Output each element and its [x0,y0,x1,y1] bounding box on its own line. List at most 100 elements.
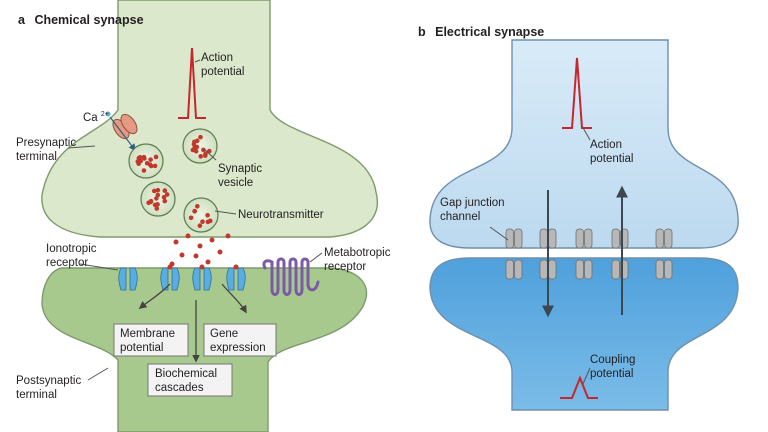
vesicle-neurotransmitter-dot [141,168,147,173]
arrow-to-membrane-potential [138,283,171,309]
vesicle-neurotransmitter-dot [161,194,167,200]
synaptic-vesicle [182,128,218,164]
receptor-subunit [171,267,180,291]
gap-junction-channels [505,228,673,280]
membrane-potential-line2: potential [120,342,163,354]
action-potential-label-b-line2: potential [590,153,633,165]
gene-expression-line1: Gene [210,328,238,340]
electrical-presynaptic-cell [429,39,739,249]
vesicle-neurotransmitter-dot [148,198,154,204]
vesicle-neurotransmitter-dot [201,147,206,153]
gap-junction-label: Gap junction channel [440,197,508,223]
action-potential-leader-a [194,59,201,63]
membrane-potential-text: Membrane potential [120,328,178,354]
connexon-subunit [611,228,620,249]
connexon-subunit [548,228,557,249]
gene-expression-text: Gene expression [210,328,266,354]
ionotropic-receptor [226,264,246,291]
gap-junction-channel [655,228,673,280]
coupling-potential-label-line2: potential [590,368,633,380]
vesicle-neurotransmitter-dot [192,139,197,145]
released-neurotransmitter-dot [193,253,199,259]
receptor-subunit [203,267,212,291]
gap-junction-channel [505,228,523,280]
coupling-potential-trace [560,375,598,399]
released-neurotransmitter [169,233,231,267]
neurotransmitter-label: Neurotransmitter [238,209,324,221]
action-potential-label-a-line1: Action [201,52,233,64]
released-neurotransmitter-dot [217,249,223,255]
connexon-subunit [505,259,514,280]
connexon-subunit [514,228,523,249]
vesicle-neurotransmitter-dot [152,163,158,169]
vesicle-neurotransmitter-dot [162,198,168,204]
connexon-subunit [575,259,584,280]
connexon-subunit [575,228,584,249]
metabotropic-receptor [262,257,320,296]
vesicle-neurotransmitter-dot [152,202,158,208]
synaptic-vesicle [128,143,164,179]
connexon-subunit [584,259,593,280]
metabotropic-label-line2: receptor [324,261,366,273]
electrical-postsynaptic-cell [429,257,739,411]
presynaptic-leader [67,145,96,149]
ionotropic-label-line2: receptor [46,257,88,269]
calcium-channel [112,113,138,140]
synaptic-vesicles [128,128,219,233]
receptor-subunit [226,267,235,291]
action-potential-label-a-line2: potential [201,66,244,78]
action-potential-label-b-line1: Action [590,139,622,151]
vesicle-neurotransmitter-dot [200,219,205,225]
receptor-subunit [129,267,138,291]
vesicle-neurotransmitter-dot [188,215,194,221]
action-potential-label-a: Action potential [201,52,244,78]
action-potential-leader-b [581,125,591,141]
vesicle-neurotransmitter-dot [136,155,142,161]
calcium-label: Ca 2+ [83,111,109,124]
presynaptic-label-line1: Presynaptic [16,137,76,149]
vesicle-neurotransmitter-dot [151,188,157,194]
connexon-subunit [655,228,664,249]
vesicle-neurotransmitter-dot [203,151,208,157]
panel-b-electrical-synapse: b Electrical synapse Action potential Ga… [418,25,739,411]
bound-neurotransmitter-dot [167,264,173,270]
vesicle-neurotransmitter-dot [154,206,160,211]
panel-a-chemical-synapse: a Chemical synapse Action potential Ca 2… [16,0,391,432]
coupling-potential-label-line1: Coupling [590,354,635,366]
coupling-potential-label: Coupling potential [590,354,639,380]
connexon-subunit [514,259,523,280]
released-neurotransmitter-dot [205,259,211,265]
connexon-subunit [584,228,593,249]
released-neurotransmitter-dot [225,233,231,239]
biochemical-cascades-line1: Biochemical [155,368,217,380]
vesicle-neurotransmitter-dot [154,196,159,201]
bound-neurotransmitter-dot [199,264,205,270]
vesicle-neurotransmitter-dot [205,219,211,225]
calcium-label-sup: 2+ [101,111,109,118]
connexon-subunit [664,228,673,249]
metabotropic-label-line1: Metabotropic [324,247,391,259]
postsynaptic-label-line1: Postsynaptic [16,375,81,387]
synaptic-vesicle [140,181,176,217]
panel-a-title: a Chemical synapse [18,13,144,27]
ionotropic-receptor [192,264,212,291]
synaptic-vesicle-label-line1: Synaptic [218,163,262,175]
vesicle-membrane [182,128,218,164]
metabotropic-leader [309,252,323,263]
vesicle-neurotransmitter-dot [164,192,170,197]
vesicle-neurotransmitter-dot [144,160,150,166]
connexon-subunit [611,259,620,280]
synaptic-vesicle-label-line2: vesicle [218,177,253,189]
ionotropic-leader [79,263,119,271]
ionotropic-receptor [118,267,138,291]
gene-expression-line2: expression [210,342,266,354]
neurotransmitter-leader [214,210,237,215]
gap-junction-channel [539,228,557,280]
membrane-potential-line1: Membrane [120,328,175,340]
gap-junction-label-line1: Gap junction [440,197,505,209]
calcium-label-text: Ca [83,112,98,124]
vesicle-neurotransmitter-dot [141,154,147,160]
presynaptic-label-line2: terminal [16,151,57,163]
released-neurotransmitter-dot [209,237,215,243]
